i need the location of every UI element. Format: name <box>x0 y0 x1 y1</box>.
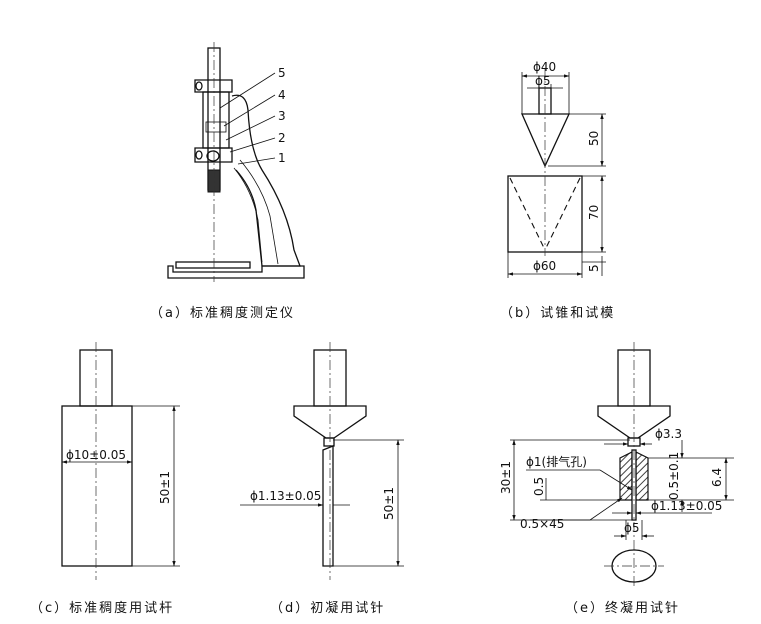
sleeve-left <box>619 451 633 501</box>
leader-3 <box>225 115 276 141</box>
figure-e-final-needle: ϕ3.3 30±1 ϕ1(排气孔) 0.5 0.5×45 0.5±0.1 6.4… <box>499 342 734 586</box>
mold-taper-right <box>544 177 581 251</box>
dim-cone-height: 50 <box>587 131 601 146</box>
caption-c: （c）标准稠度用试杆 <box>30 600 174 616</box>
mold-seat <box>175 261 251 269</box>
dim-len: 6.4 <box>710 468 724 487</box>
leader-5 <box>219 72 276 109</box>
dim-base-thk: 5 <box>587 264 601 272</box>
dim-hole: ϕ3.3 <box>655 427 682 441</box>
set-screw <box>206 150 220 162</box>
cone <box>521 113 571 168</box>
callout-4: 4 <box>278 88 286 102</box>
leader-1 <box>237 157 276 165</box>
dim-tip-dia: ϕ5 <box>535 74 551 88</box>
needle-d-shaft <box>322 445 334 567</box>
dim-top-dia: ϕ40 <box>533 60 556 74</box>
dim-needle-d-length: 50±1 <box>382 487 396 520</box>
knob-top <box>195 81 203 91</box>
plunger-body <box>61 405 133 567</box>
figure-c-plunger: ϕ10±0.05 50±1 <box>61 342 180 580</box>
figure-b-cone-mold: ϕ40 ϕ5 50 70 5 ϕ60 <box>507 60 606 278</box>
caption-d: （d）初凝用试针 <box>270 600 385 616</box>
needle-d-neck <box>323 437 335 447</box>
dim-plunger-length: 50±1 <box>158 471 172 504</box>
caption-e: （e）终凝用试针 <box>565 600 680 616</box>
base-plate <box>167 265 305 279</box>
dim-needle: ϕ1.13±0.05 <box>651 499 722 513</box>
caption-b: （b）试锥和试模 <box>500 306 615 321</box>
scale-pointer <box>205 121 227 133</box>
chamfer-leader <box>589 497 623 521</box>
callout-1: 1 <box>278 151 286 165</box>
dim-mold-dia: ϕ60 <box>533 259 556 273</box>
leader-2 <box>229 137 276 153</box>
callout-5: 5 <box>278 66 286 80</box>
callout-3: 3 <box>278 109 286 123</box>
frame-column-inner2 <box>233 167 263 263</box>
figure-a-apparatus: 5 4 3 2 1 <box>167 42 305 282</box>
frame-column-inner <box>239 159 279 265</box>
dim-plunger-dia: ϕ10±0.05 <box>66 448 126 462</box>
lower-bracket <box>194 147 233 163</box>
dim-chamfer: 0.5×45 <box>520 517 564 531</box>
dim-depth1: 0.5 <box>532 477 546 496</box>
frame-column <box>231 94 301 267</box>
callout-2: 2 <box>278 131 286 145</box>
knob-bottom <box>195 150 203 160</box>
caption-a: （a）标准稠度测定仪 <box>150 305 295 321</box>
leader-4 <box>223 94 276 127</box>
mold-taper-left <box>509 177 546 251</box>
dim-ring: ϕ5 <box>624 521 640 535</box>
dim-vent: ϕ1(排气孔) <box>526 454 587 469</box>
figure-d-initial-needle: ϕ1.13±0.05 50±1 <box>240 342 404 580</box>
dim-depth2: 0.5±0.1 <box>667 452 681 500</box>
dim-mold-height: 70 <box>587 205 601 220</box>
sleeve-right <box>635 451 649 501</box>
scale-frame <box>202 91 230 149</box>
dim-needle-d-dia: ϕ1.13±0.05 <box>250 489 321 503</box>
dim-total: 30±1 <box>499 461 513 494</box>
vent-leader <box>599 469 633 491</box>
